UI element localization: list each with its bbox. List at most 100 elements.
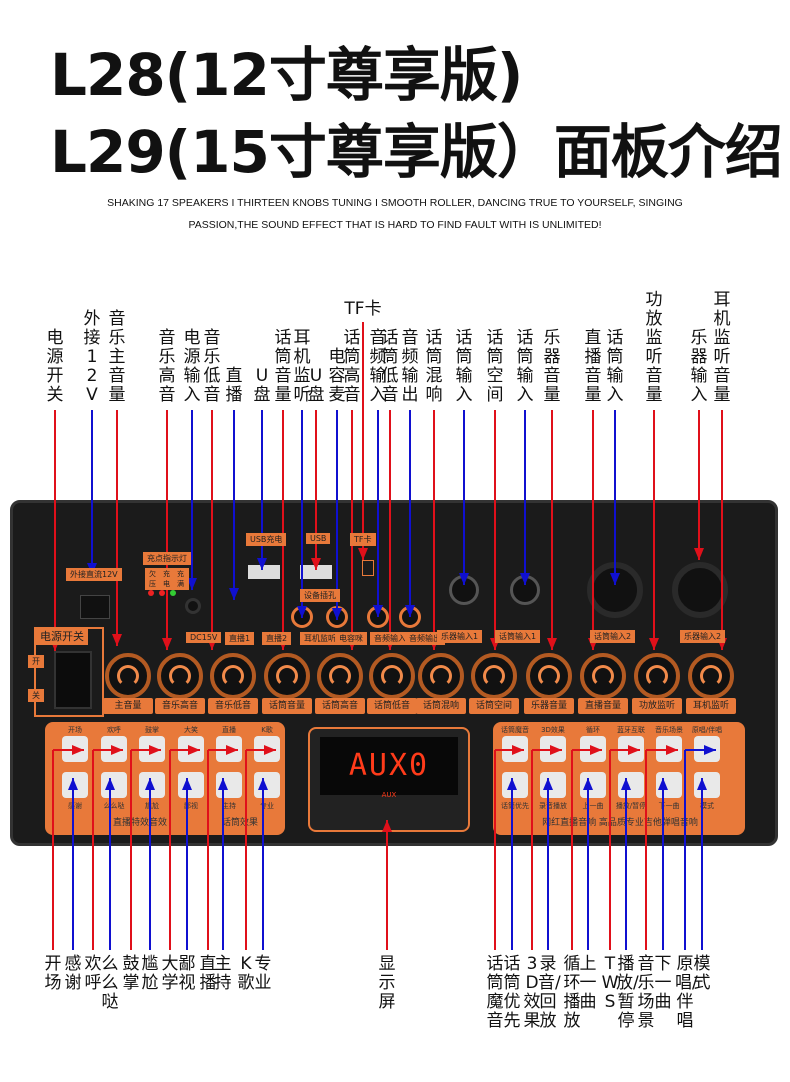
arrowhead — [459, 573, 469, 585]
arrowhead — [264, 745, 276, 755]
instrument-input-2-xlr[interactable] — [672, 562, 728, 618]
arrowhead — [507, 778, 517, 790]
knob[interactable] — [580, 653, 626, 699]
knob[interactable] — [210, 653, 256, 699]
usb-charge-port[interactable] — [248, 565, 280, 579]
left-bottom-button[interactable] — [178, 772, 204, 798]
knob-label: 音乐高音 — [155, 698, 205, 714]
switch-on-label: 开 — [28, 655, 44, 668]
button-label: 话筒优先 — [501, 802, 529, 810]
usb-port[interactable] — [300, 565, 332, 579]
knob[interactable] — [634, 653, 680, 699]
knob[interactable] — [157, 653, 203, 699]
knob[interactable] — [264, 653, 310, 699]
title-line-2: L29(15寸尊享版）面板介绍 — [50, 118, 783, 186]
button-label: 尴尬 — [145, 802, 159, 810]
switch-off-label: 关 — [28, 689, 44, 702]
display-mode: AUX — [381, 791, 397, 799]
button-label: 鄙视 — [184, 802, 198, 810]
arrowhead — [382, 820, 392, 832]
arrowhead — [610, 573, 620, 585]
arrowhead — [149, 745, 161, 755]
top-callout-label: U盘 — [307, 366, 325, 405]
top-callout-label: 话筒空间 — [486, 328, 504, 405]
tf-card-slot[interactable] — [362, 560, 374, 576]
top-callout-label: 直播 — [225, 366, 243, 405]
panel-tag: 话筒输入1 — [495, 630, 541, 643]
bottom-callout-label: 模式 — [693, 954, 711, 993]
arrowhead — [258, 778, 268, 790]
panel-tag: 直播1 — [225, 632, 255, 645]
right-bottom-button[interactable] — [540, 772, 566, 798]
knob-label: 功放监听 — [632, 698, 682, 714]
left-bottom-button[interactable] — [254, 772, 280, 798]
knob-label: 话筒混响 — [416, 698, 466, 714]
knob-label: 话筒音量 — [262, 698, 312, 714]
arrowhead — [658, 778, 668, 790]
top-callout-label: 耳机监听音量 — [713, 290, 731, 405]
arrowhead — [68, 778, 78, 790]
knob[interactable] — [471, 653, 517, 699]
power-input-jack[interactable] — [185, 598, 201, 614]
button-label: 么么哒 — [103, 802, 125, 810]
knob[interactable] — [418, 653, 464, 699]
top-callout-label: 话筒音量 — [274, 328, 292, 405]
panel-tag: 音频输出 — [405, 632, 445, 645]
button-label: K歌 — [261, 726, 273, 734]
top-callout-label: 音乐高音 — [158, 328, 176, 405]
button-label: 循环 — [586, 726, 600, 734]
indicator-text: 欠压 — [145, 568, 161, 590]
bottom-callout-label: 么么哒 — [101, 954, 119, 1012]
arrowhead — [520, 573, 530, 585]
arrowhead — [666, 745, 678, 755]
button-label: 主持 — [222, 802, 236, 810]
knob[interactable] — [105, 653, 151, 699]
power-switch[interactable] — [54, 651, 92, 709]
top-callout-label: 话筒输入 — [516, 328, 534, 405]
button-label: 专业 — [260, 802, 274, 810]
knob-label: 乐器音量 — [524, 698, 574, 714]
arrowhead — [543, 778, 553, 790]
bottom-callout-label: 专业 — [254, 954, 272, 993]
top-callout-label: TF卡 — [344, 299, 382, 319]
panel-tag: 乐器输入2 — [680, 630, 726, 643]
bottom-callout-label: 主持 — [214, 954, 232, 993]
bottom-callout-label: 欢呼 — [84, 954, 102, 993]
panel-tag: 设备插孔 — [300, 589, 340, 602]
knob-label: 话筒空间 — [469, 698, 519, 714]
knob[interactable] — [526, 653, 572, 699]
panel-tag: USB — [306, 533, 331, 544]
knob-label: 话筒高音 — [315, 698, 365, 714]
arrowhead — [188, 745, 200, 755]
button-label: 上一曲 — [582, 802, 604, 810]
display-readout: AUX0 — [320, 737, 458, 795]
knob[interactable] — [369, 653, 415, 699]
bottom-callout-label: 3D效果 — [523, 954, 541, 1031]
subtitle-line-2: PASSION,THE SOUND EFFECT THAT IS HARD TO… — [188, 219, 602, 231]
subtitle-line-1: SHAKING 17 SPEAKERS I THIRTEEN KNOBS TUN… — [107, 197, 683, 209]
arrowhead — [226, 745, 238, 755]
top-callout-label: 直播音量 — [584, 328, 602, 405]
button-label: 欢呼 — [107, 726, 121, 734]
right-bottom-button[interactable] — [580, 772, 606, 798]
arrowhead — [649, 638, 659, 650]
button-label: 感谢 — [68, 802, 82, 810]
indicator-led — [159, 590, 165, 596]
indicator-label: 充点指示灯 — [143, 552, 191, 565]
arrowhead — [405, 605, 415, 617]
right-bottom-button[interactable] — [694, 772, 720, 798]
knob[interactable] — [688, 653, 734, 699]
arrowhead — [111, 745, 123, 755]
right-bottom-button[interactable] — [618, 772, 644, 798]
knob[interactable] — [317, 653, 363, 699]
dc-12v-port[interactable] — [80, 595, 110, 619]
power-switch-label: 电源开关 — [36, 627, 88, 645]
left-bottom-button[interactable] — [101, 772, 127, 798]
panel-tag: 乐器输入1 — [437, 630, 483, 643]
top-callout-label: 电源输入 — [183, 328, 201, 405]
panel-tag: USB充电 — [246, 533, 287, 546]
bottom-callout-label: 话筒优先 — [503, 954, 521, 1031]
right-bottom-button[interactable] — [502, 772, 528, 798]
top-callout-label: 外接12V — [83, 309, 101, 405]
